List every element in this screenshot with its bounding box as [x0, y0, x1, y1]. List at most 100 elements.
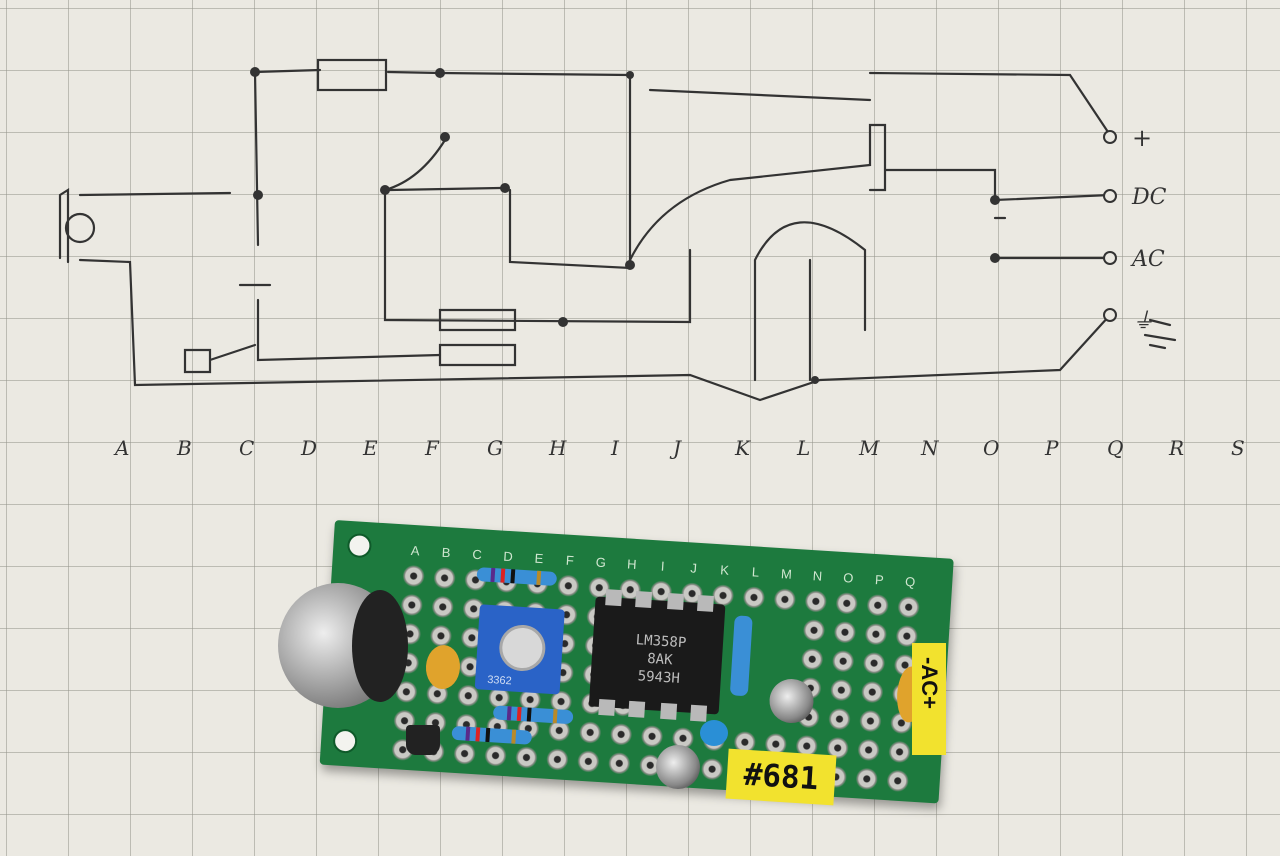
board-solder-pad: [514, 745, 539, 770]
microphone-face: [352, 590, 408, 702]
board-column-label: H: [626, 556, 637, 573]
board-solder-pad: [804, 589, 828, 614]
sketch-column-letter: S: [1231, 436, 1245, 460]
board-solder-pad: [700, 757, 724, 781]
sketch-column-letter: C: [239, 436, 254, 460]
board-column-label: K: [719, 562, 730, 578]
sketch-column-letter: G: [487, 436, 503, 460]
board-solder-pad: [896, 595, 921, 619]
sketch-column-letter: P: [1044, 436, 1059, 460]
board-solder-pad: [860, 680, 884, 704]
board-column-label: G: [595, 554, 607, 571]
board-solder-pad: [609, 722, 633, 747]
terminal-label-ac: AC: [1130, 247, 1165, 272]
board-solder-pad: [401, 564, 426, 588]
board-column-label: E: [534, 550, 544, 567]
resistor-vertical: [729, 615, 753, 697]
terminal-label-dc: DC: [1131, 185, 1167, 210]
board-column-label: Q: [904, 573, 916, 590]
board-solder-pad: [773, 587, 797, 612]
sketch-column-letter: A: [113, 436, 129, 460]
sketch-column-letter: L: [796, 436, 810, 460]
board-solder-pad: [483, 743, 508, 768]
board-solder-pad: [576, 749, 601, 774]
board-column-label: A: [410, 542, 421, 559]
board-solder-pad: [607, 751, 631, 775]
electrolytic-capacitor: [656, 745, 700, 789]
perfboard-pcb: A B C D E F G H I J K L M N O P Q 3362 LM358P 8AK 5943H: [319, 520, 954, 804]
board-column-label: N: [812, 568, 823, 584]
small-capacitor: [700, 720, 728, 746]
board-solder-pad: [886, 769, 910, 793]
board-solder-pad: [545, 747, 570, 772]
board-solder-pad: [556, 574, 580, 598]
sketch-column-letter: J: [669, 436, 682, 460]
board-solder-pad: [452, 741, 477, 766]
board-solder-pad: [856, 738, 881, 762]
ic-pin: [605, 589, 623, 607]
board-column-label: J: [689, 560, 698, 576]
resistor: [476, 567, 558, 587]
ic-pin: [690, 704, 708, 722]
ic-pin: [635, 591, 653, 609]
sketch-column-letter: R: [1168, 436, 1184, 460]
mounting-hole: [346, 532, 373, 559]
ic-pin: [660, 702, 678, 720]
ic-lm358p: LM358P 8AK 5943H: [588, 589, 726, 722]
board-column-label: O: [842, 570, 854, 586]
terminal-label-plus: +: [1132, 124, 1152, 152]
sketch-column-letter: K: [734, 436, 751, 460]
trimmer-knob: [497, 623, 547, 673]
board-column-label: C: [471, 546, 483, 563]
board-solder-pad: [887, 740, 912, 764]
board-solder-pad: [432, 566, 457, 590]
sketch-column-letter: B: [176, 436, 192, 460]
side-label: -AC+: [912, 643, 946, 755]
board-solder-pad: [831, 649, 855, 673]
sketch-column-letter: M: [858, 436, 880, 460]
board-solder-pad: [827, 707, 852, 731]
sketch-column-letter: I: [610, 436, 620, 460]
transistor: [406, 725, 440, 755]
board-solder-pad: [742, 585, 766, 610]
board-solder-pad: [862, 651, 886, 675]
ic-pin: [598, 698, 616, 716]
sketch-column-letter: Q: [1107, 436, 1123, 460]
board-solder-pad: [578, 720, 602, 745]
board-column-label: M: [780, 566, 793, 582]
ic-pin: [697, 594, 714, 612]
ic-pin: [628, 700, 646, 718]
trimmer-marking: 3362: [486, 673, 513, 688]
board-column-label: B: [441, 544, 451, 561]
terminal-label-ground: ⏚: [1132, 309, 1154, 334]
board-solder-pad: [640, 724, 664, 749]
board-solder-pad: [829, 678, 853, 702]
board-solder-pad: [864, 622, 888, 646]
ic-pin: [667, 593, 685, 611]
board-solder-pad: [866, 593, 890, 617]
board-solder-pad: [835, 591, 859, 615]
board-solder-pad: [833, 620, 857, 644]
ceramic-capacitor: [424, 644, 462, 691]
trimmer-potentiometer: 3362: [474, 604, 565, 695]
board-solder-pad: [802, 618, 826, 642]
board-column-label: F: [565, 552, 575, 569]
board-number-label: #681: [725, 748, 837, 806]
sketch-column-letter: O: [983, 436, 999, 460]
side-label-text: -AC+: [917, 657, 942, 709]
board-column-label: L: [751, 564, 760, 580]
board-column-label: I: [660, 558, 666, 574]
sketch-column-letter: F: [424, 436, 440, 460]
sketch-column-letter: N: [920, 436, 940, 460]
mounting-hole: [332, 728, 358, 754]
board-column-label: D: [502, 548, 514, 565]
board-solder-pad: [800, 647, 824, 671]
board-solder-pad: [431, 595, 455, 619]
board-solder-pad: [855, 767, 879, 791]
sketch-column-letter: H: [548, 436, 567, 460]
board-column-label: P: [874, 572, 885, 588]
board-solder-pad: [429, 624, 453, 648]
sketch-column-letter: D: [300, 436, 317, 460]
board-solder-pad: [400, 593, 424, 617]
